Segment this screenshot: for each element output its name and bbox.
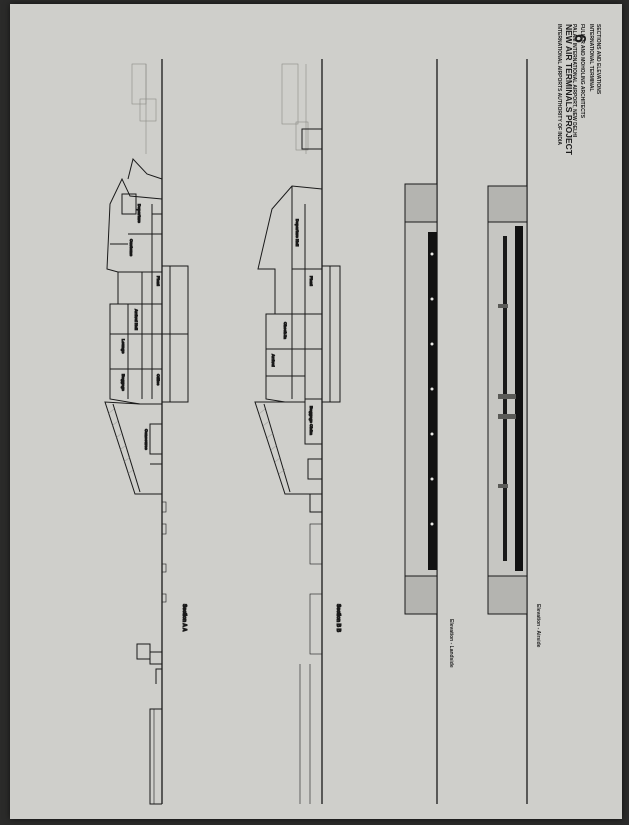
- room-label: Baggage: [121, 374, 126, 392]
- room-label: Office: [156, 374, 161, 386]
- room-label: Baggage Claim: [309, 406, 314, 435]
- drawing-sheet: Departure Customs Arrival Hall Lounge Ba…: [10, 4, 622, 819]
- section-aa: Departure Customs Arrival Hall Lounge Ba…: [104, 59, 189, 805]
- glazing-band: [428, 232, 437, 570]
- room-label: Lounge: [121, 339, 126, 354]
- room-label: Arrival: [271, 354, 276, 367]
- glazing-band: [515, 226, 523, 571]
- room-label: Customs: [129, 239, 134, 257]
- title-line-1: INTERNATIONAL AIRPORTS AUTHORITY OF INDI…: [556, 24, 562, 145]
- title-line-2: NEW AIR TERMINALS PROJECT: [564, 24, 574, 156]
- title-line-3: PALAM INTERNATIONAL AIRPORT, NEW DELHI: [571, 24, 577, 138]
- room-label: Concourse: [144, 429, 149, 451]
- elevation-landside-title: Elevation - Landside: [448, 619, 454, 668]
- section-aa-title: Section A A: [181, 604, 187, 632]
- elevation-airside-title: Elevation - Airside: [535, 604, 541, 648]
- section-bb-title: Section B B: [335, 604, 341, 632]
- title-line-6: SECTIONS AND ELEVATIONS: [595, 24, 601, 95]
- title-line-4: FULLER AND MOHOLING ARCHITECTS: [579, 24, 585, 119]
- room-label: Departure: [137, 204, 142, 224]
- room-label: Check-in: [283, 322, 288, 339]
- architectural-drawing: Departure Customs Arrival Hall Lounge Ba…: [104, 24, 601, 805]
- room-label: Departure Hall: [295, 219, 300, 246]
- room-label: Plant: [309, 276, 314, 286]
- title-block: 6 INTERNATIONAL AIRPORTS AUTHORITY OF IN…: [556, 24, 601, 156]
- elevation-landside: Elevation - Landside: [404, 59, 454, 804]
- sheet-number: 6: [571, 34, 588, 43]
- room-label: Arrival Hall: [134, 309, 139, 330]
- elevation-airside: Elevation - Airside: [487, 59, 541, 804]
- section-bb: Departure Hall Check-in Arrival Baggage …: [254, 59, 342, 804]
- title-line-5: INTERNATIONAL TERMINAL: [588, 24, 594, 92]
- room-label: Plant: [156, 276, 161, 286]
